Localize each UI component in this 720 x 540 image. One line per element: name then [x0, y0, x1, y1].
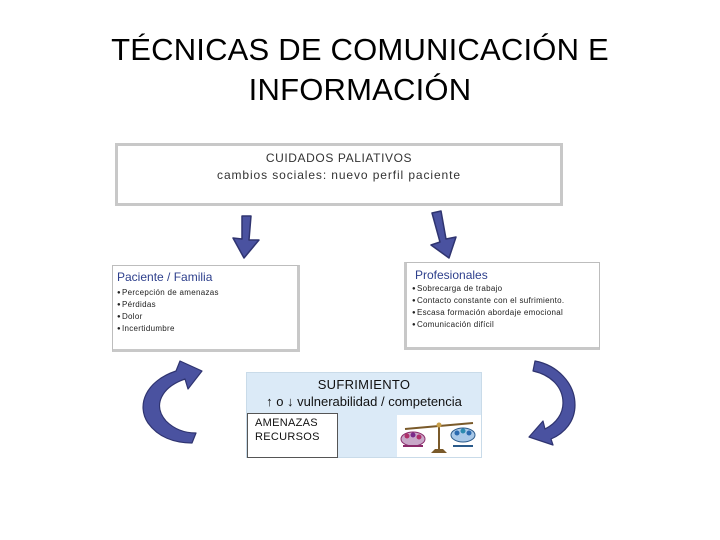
sufrimiento-title: SUFRIMIENTO	[317, 377, 411, 392]
curved-arrow-icon-right	[528, 360, 576, 446]
amenazas-recursos-box: AMENAZAS RECURSOS	[247, 413, 338, 458]
cuidados-paliativos-box: CUIDADOS PALIATIVOS cambios sociales: nu…	[115, 143, 563, 206]
list-item: Pérdidas	[117, 299, 219, 311]
profesionales-title: Profesionales	[415, 268, 488, 282]
balance-scale-icon	[397, 415, 481, 457]
paciente-familia-list: Percepción de amenazas Pérdidas Dolor In…	[117, 287, 219, 335]
list-item: Escasa formación abordaje emocional	[412, 307, 564, 319]
list-item: Incertidumbre	[117, 323, 219, 335]
list-item: Dolor	[117, 311, 219, 323]
slide-title: TÉCNICAS DE COMUNICACIÓN E INFORMACIÓN	[60, 30, 660, 110]
list-item: Percepción de amenazas	[117, 287, 219, 299]
list-item: Sobrecarga de trabajo	[412, 283, 564, 295]
paciente-familia-title: Paciente / Familia	[117, 270, 213, 284]
sufrimiento-box: SUFRIMIENTO ↑ o ↓ vulnerabilidad / compe…	[246, 372, 482, 458]
profesionales-box: Profesionales Sobrecarga de trabajo Cont…	[404, 262, 600, 350]
down-arrow-icon-right	[430, 210, 457, 259]
list-item: Contacto constante con el sufrimiento.	[412, 295, 564, 307]
paciente-familia-box: Paciente / Familia Percepción de amenaza…	[112, 265, 300, 352]
slide-title-line1: TÉCNICAS DE COMUNICACIÓN E	[111, 32, 609, 67]
curved-arrow-icon-left	[142, 360, 203, 444]
top-box-heading: CUIDADOS PALIATIVOS	[265, 151, 413, 165]
list-item: Comunicación difícil	[412, 319, 564, 331]
down-arrow-icon-left	[232, 215, 260, 259]
recursos-label: RECURSOS	[255, 431, 320, 443]
slide-title-line2: INFORMACIÓN	[248, 72, 472, 107]
amenazas-label: AMENAZAS	[255, 417, 318, 429]
top-box-subheading: cambios sociales: nuevo perfil paciente	[217, 168, 461, 182]
profesionales-list: Sobrecarga de trabajo Contacto constante…	[412, 283, 564, 331]
sufrimiento-subtitle: ↑ o ↓ vulnerabilidad / competencia	[266, 394, 462, 409]
